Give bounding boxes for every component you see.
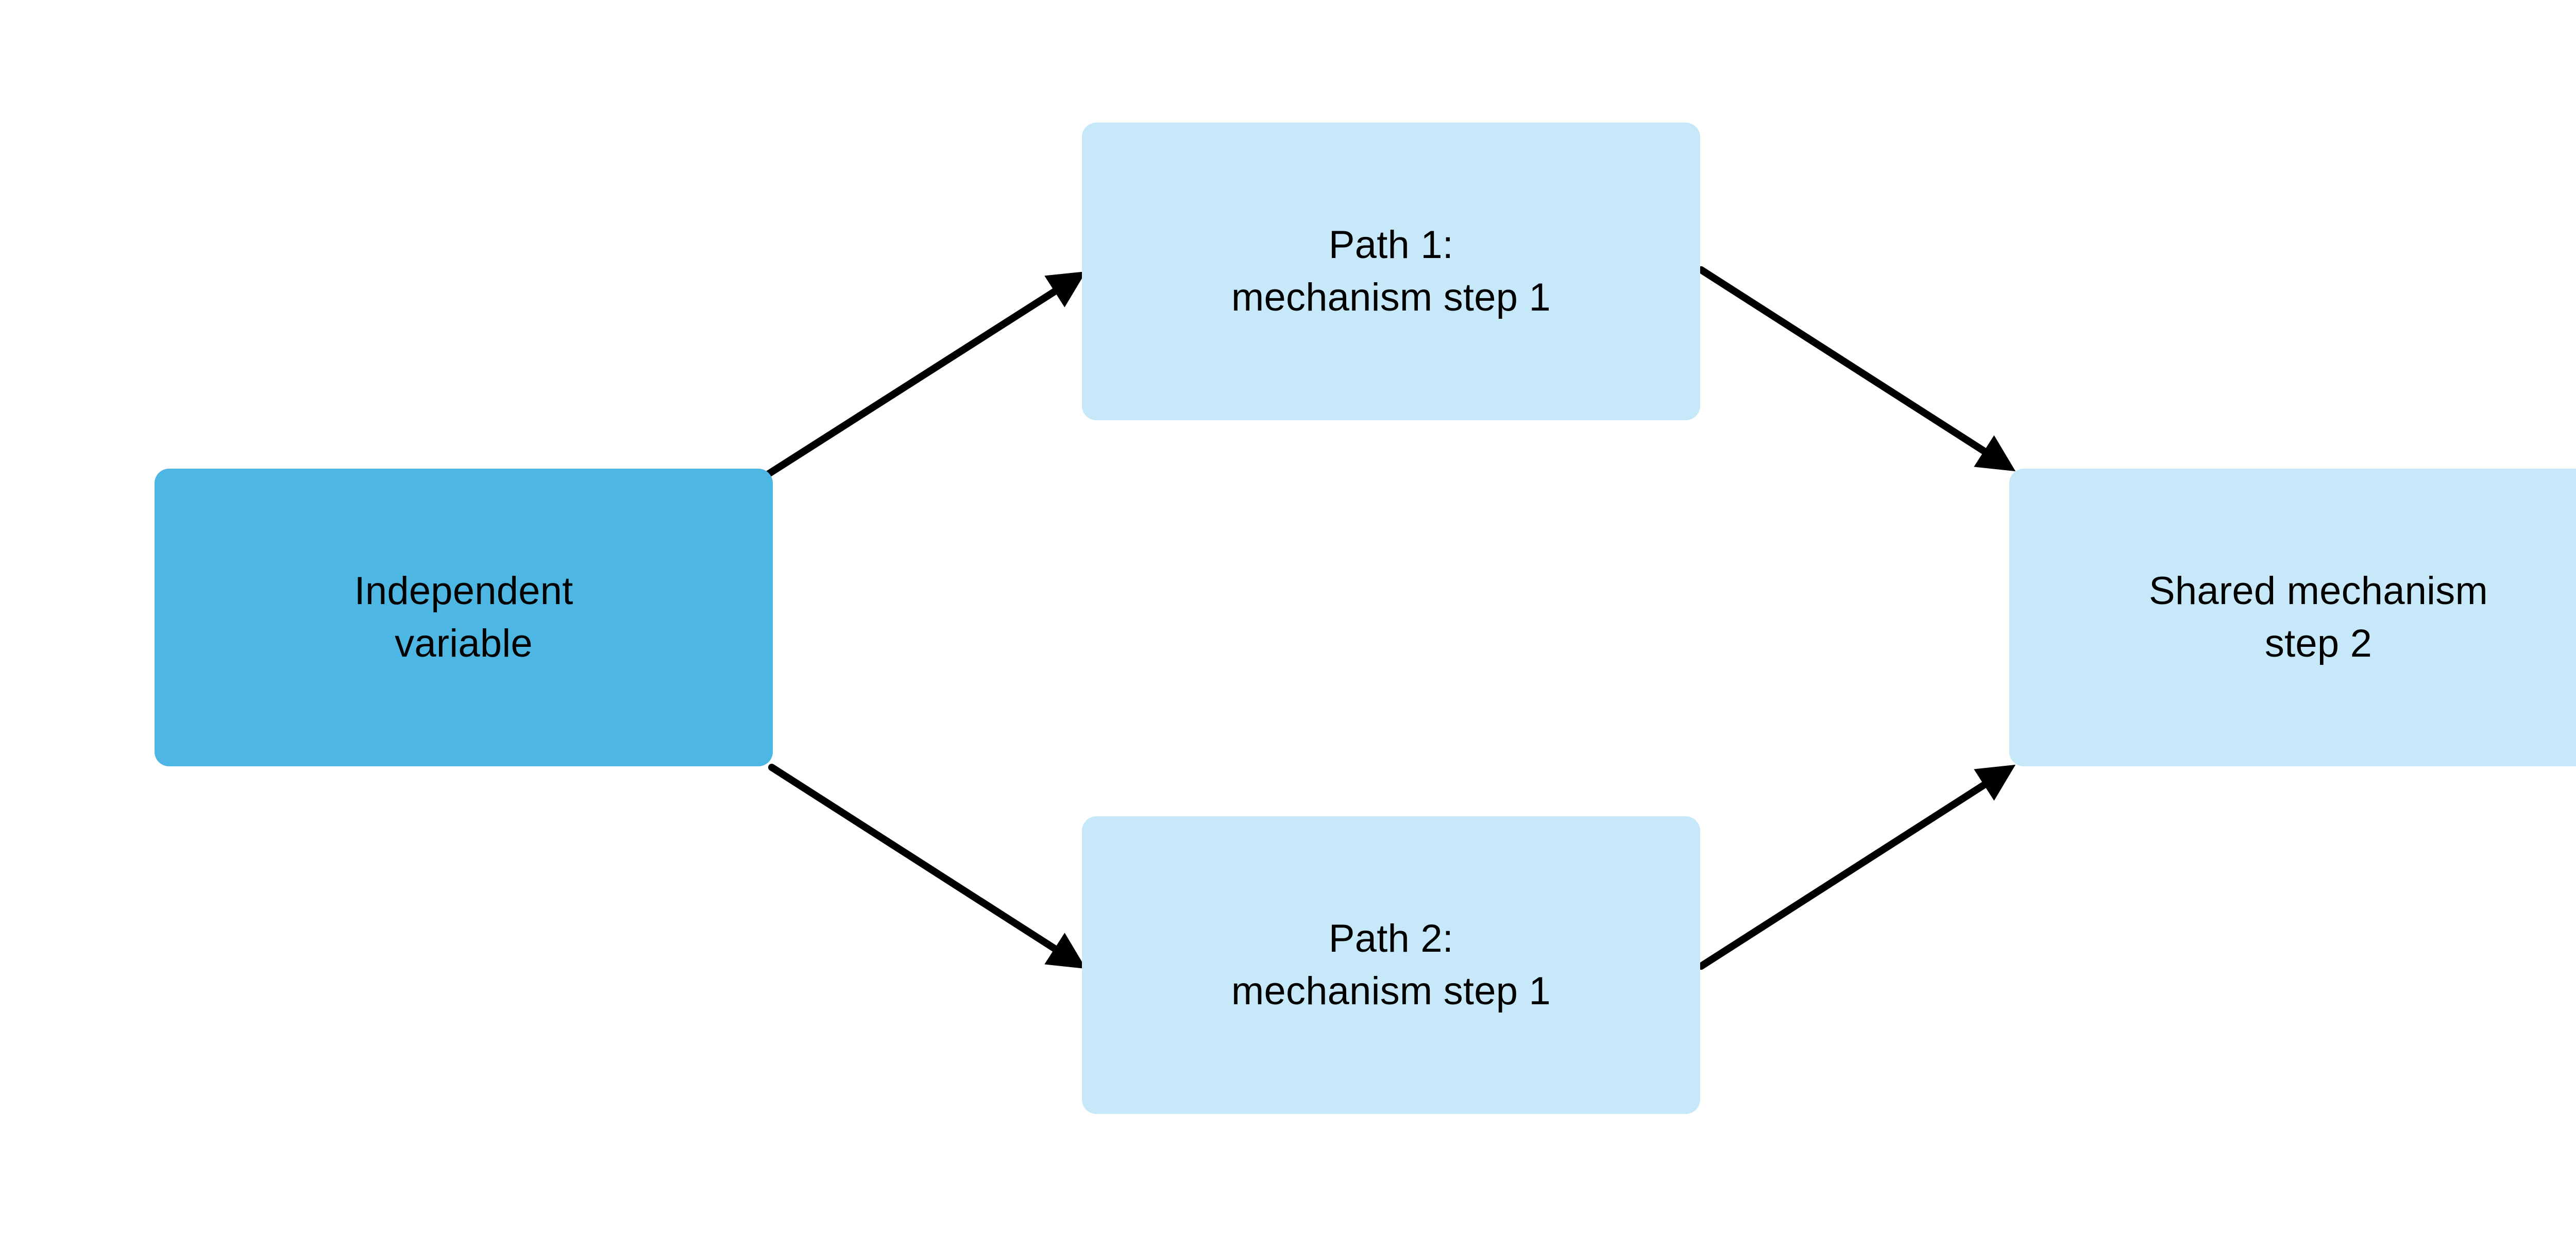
node-label: Independent variable bbox=[354, 569, 573, 665]
node-path-1-mechanism-step-1[interactable]: Path 1: mechanism step 1 bbox=[1082, 123, 1700, 420]
node-label: Path 1: mechanism step 1 bbox=[1231, 223, 1551, 319]
node-independent-variable[interactable]: Independent variable bbox=[155, 469, 773, 766]
node-shared-mechanism-step-2[interactable]: Shared mechanism step 2 bbox=[2009, 469, 2576, 766]
edge-iv-to-path-1 bbox=[765, 271, 1087, 477]
node-label: Path 2: mechanism step 1 bbox=[1231, 917, 1551, 1013]
edge-path-1-to-shared bbox=[1698, 266, 2016, 472]
edge-path-2-to-shared bbox=[1698, 764, 2016, 970]
node-path-2-mechanism-step-1[interactable]: Path 2: mechanism step 1 bbox=[1082, 816, 1700, 1114]
node-label: Shared mechanism step 2 bbox=[2149, 569, 2488, 665]
edge-iv-to-path-2 bbox=[768, 764, 1087, 969]
